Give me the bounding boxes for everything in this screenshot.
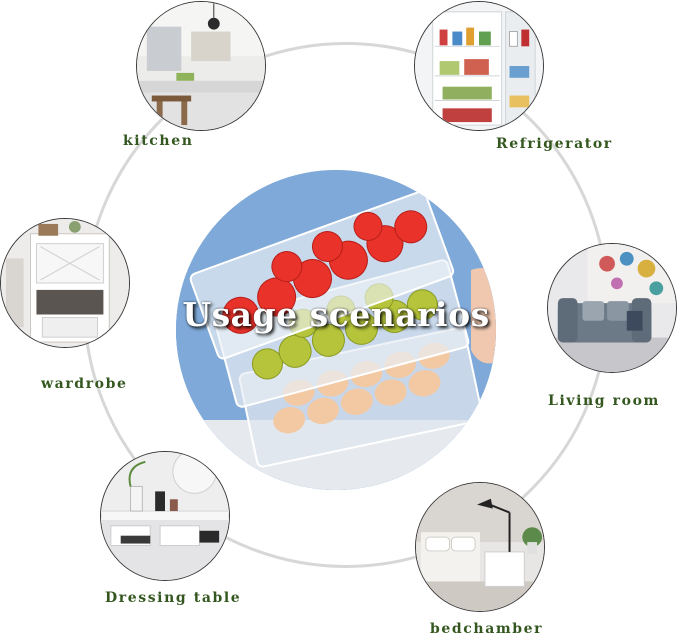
center-product-image: Usage scenarios	[176, 170, 496, 490]
scenario-refrigerator	[414, 1, 544, 131]
scenario-kitchen	[136, 1, 266, 131]
scenario-label-bedchamber: bedchamber	[430, 621, 544, 637]
scenario-wardrobe	[0, 218, 130, 348]
kitchen-photo	[137, 2, 265, 130]
scenario-living-room	[547, 243, 677, 373]
bedchamber-photo	[416, 483, 544, 611]
wardrobe-photo	[1, 219, 129, 347]
scenario-label-dressing-table: Dressing table	[105, 590, 242, 606]
dressing-table-photo	[101, 452, 229, 580]
refrigerator-photo	[415, 2, 543, 130]
scenario-label-living-room: Living room	[548, 393, 660, 409]
living-room-photo	[548, 244, 676, 372]
scenario-label-refrigerator: Refrigerator	[496, 136, 613, 152]
scenario-label-wardrobe: wardrobe	[41, 376, 128, 392]
center-title: Usage scenarios	[182, 295, 490, 334]
scenario-bedchamber	[415, 482, 545, 612]
scenario-label-kitchen: kitchen	[123, 133, 194, 149]
scenario-dressing-table	[100, 451, 230, 581]
